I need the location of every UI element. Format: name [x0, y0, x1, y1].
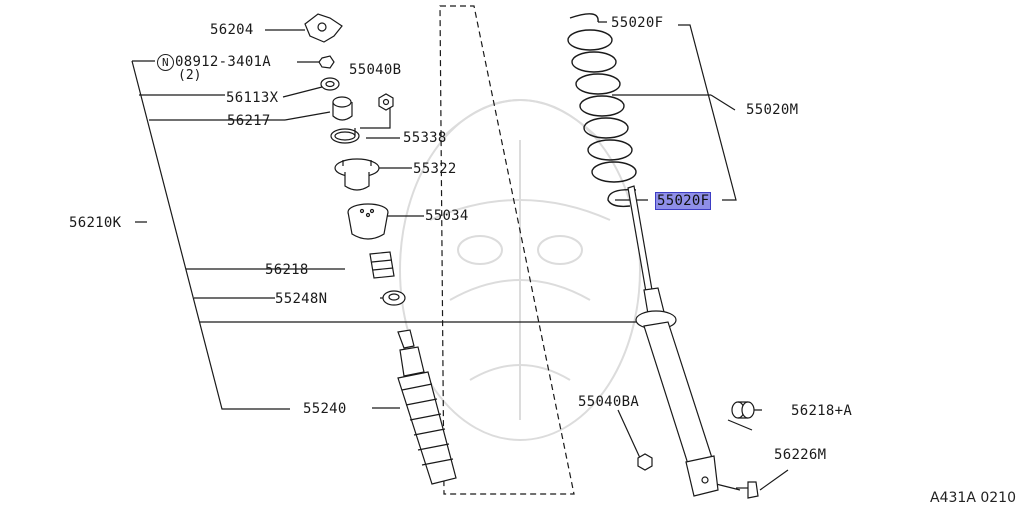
label-56218a[interactable]: 56218+A	[791, 403, 853, 419]
label-55020f-top[interactable]: 55020F	[611, 15, 664, 31]
leader-lines	[265, 21, 789, 491]
part-55338-seal	[330, 128, 360, 144]
part-56218a-bushing	[731, 401, 755, 419]
part-55240-dust-boot	[397, 329, 457, 485]
part-55034-insulator	[347, 203, 389, 240]
label-55240[interactable]: 55240	[303, 401, 347, 417]
label-08912-text: 08912-3401A	[175, 54, 272, 70]
label-56226m[interactable]: 56226M	[774, 447, 827, 463]
label-56210k[interactable]: 56210K	[69, 215, 122, 231]
part-55020m-coil-spring	[567, 13, 637, 183]
part-55020f-lower-seat	[607, 189, 637, 208]
shock-absorber	[627, 185, 719, 497]
label-55248n[interactable]: 55248N	[275, 291, 328, 307]
part-55040b-nut	[378, 93, 394, 111]
label-55040ba[interactable]: 55040BA	[578, 394, 640, 410]
label-56217[interactable]: 56217	[227, 113, 271, 129]
part-08912-nut	[318, 55, 335, 69]
dashed-boundary	[439, 5, 575, 495]
part-56226m-bolt	[736, 481, 759, 499]
bracket-55020m	[612, 24, 737, 201]
part-56204-nut	[304, 13, 343, 43]
label-55322[interactable]: 55322	[413, 161, 457, 177]
label-55338[interactable]: 55338	[403, 130, 447, 146]
watermark-emblem	[399, 99, 641, 441]
label-56218[interactable]: 56218	[265, 262, 309, 278]
part-55040ba-nut	[637, 453, 653, 471]
label-55034[interactable]: 55034	[425, 208, 469, 224]
part-55248n-washer	[382, 290, 406, 306]
label-56113x[interactable]: 56113X	[226, 90, 279, 106]
diagram-reference-code: A431A 0210	[930, 490, 1016, 506]
n-prefix-badge: N	[157, 54, 174, 71]
label-56204[interactable]: 56204	[210, 22, 254, 38]
label-55020m[interactable]: 55020M	[746, 102, 799, 118]
part-56218-rubber	[369, 251, 395, 279]
label-55020f-bottom-highlighted[interactable]: 55020F	[655, 192, 712, 210]
part-56217-bushing	[332, 96, 353, 121]
label-08912-quantity: (2)	[178, 68, 202, 83]
label-55040b[interactable]: 55040B	[349, 62, 402, 78]
bracket-56210k	[131, 60, 640, 410]
part-55322-mount	[334, 158, 380, 191]
part-56113x-washer	[320, 77, 340, 91]
